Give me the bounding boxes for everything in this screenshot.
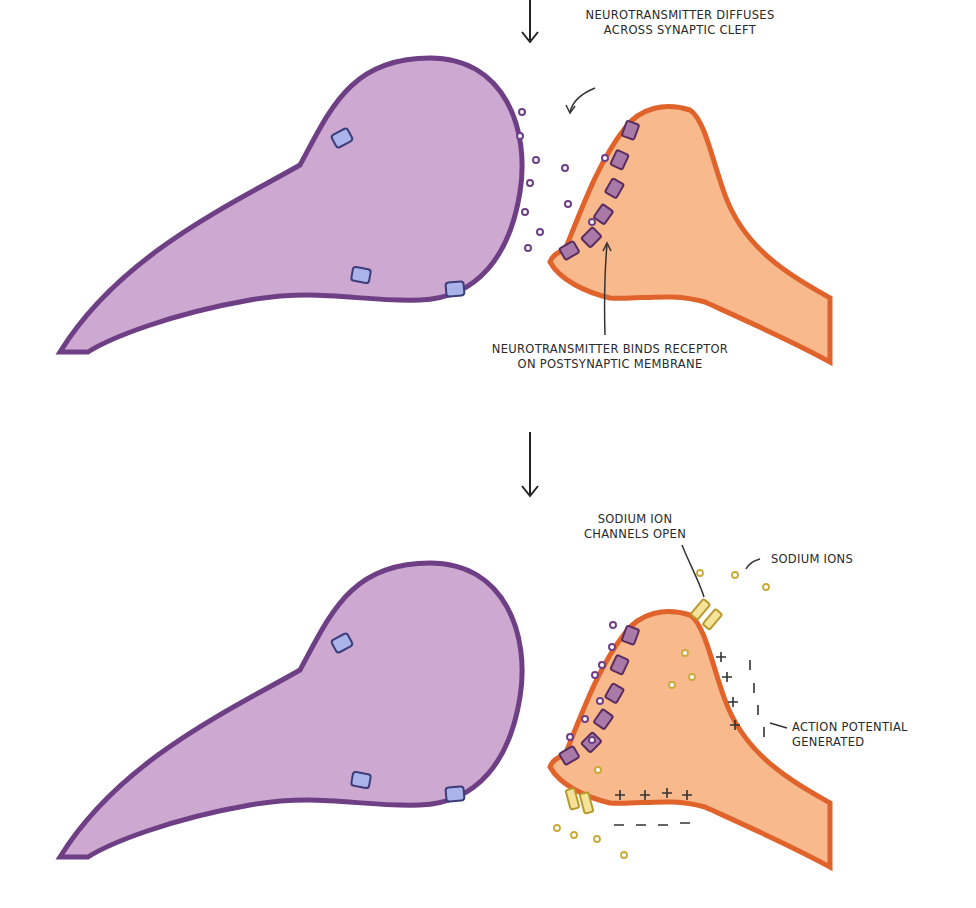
callout-label: ACTION POTENTIAL GENERATED [792,720,972,750]
callout-label: NEUROTRANSMITTER DIFFUSES ACROSS SYNAPTI… [580,8,780,38]
callout-label: NEUROTRANSMITTER BINDS RECEPTOR ON POSTS… [490,342,730,372]
charge-signs [614,652,764,825]
callout-label: SODIUM ION CHANNELS OPEN [565,512,705,542]
sodium-channels [566,599,723,814]
callout-label: SODIUM IONS [762,552,862,567]
sodium-ions [554,570,769,858]
neurotransmitter-molecules [517,109,608,251]
